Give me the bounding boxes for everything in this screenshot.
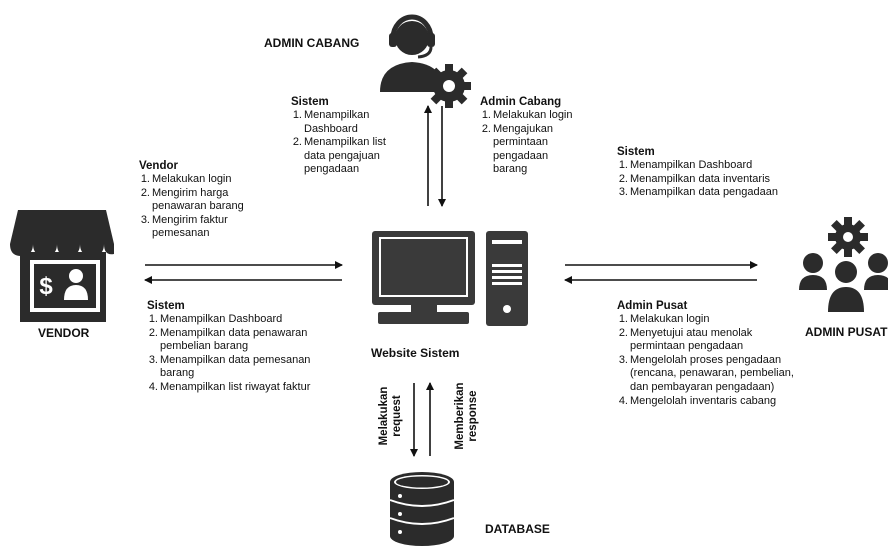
request-label: Melakukan request xyxy=(378,386,403,446)
admin-cabang-label: ADMIN CABANG xyxy=(264,36,360,50)
vendor-label: VENDOR xyxy=(38,326,90,340)
block-title: Vendor xyxy=(139,160,178,172)
database-label: DATABASE xyxy=(485,522,550,536)
response-label: Memberikan response xyxy=(454,382,479,450)
list-item: 2.Menampilkan data penawaran pembelian b… xyxy=(148,326,308,353)
list-item: 3.Mengelolah proses pengadaan (rencana, … xyxy=(618,353,794,393)
list-item: 2.Menyetujui atau menolak permintaan pen… xyxy=(618,326,753,353)
block-title: Sistem xyxy=(147,300,185,312)
list-item: 1.Melakukan login xyxy=(481,109,573,121)
list-item: 2.Mengirim harga penawaran barang xyxy=(140,186,244,213)
computer-icon xyxy=(372,231,528,326)
block-title: Admin Pusat xyxy=(617,300,688,312)
website-label: Website Sistem xyxy=(371,346,460,360)
admin-pusat-block: Admin Pusat 1.Melakukan login 2.Menyetuj… xyxy=(617,300,807,408)
database-icon xyxy=(389,472,455,546)
vendor-block: Vendor 1.Melakukan login 2.Mengirim harg… xyxy=(139,160,279,241)
admin-cabang-icon xyxy=(380,14,471,108)
list-item: 1.Melakukan login xyxy=(618,313,710,325)
list-item: 2.Menampilkan list data pengajuan pengad… xyxy=(292,136,386,176)
list-item: 1.Menampilkan Dashboard xyxy=(292,109,370,135)
list-item: 3.Menampilkan data pengadaan xyxy=(618,186,779,199)
block-title: Sistem xyxy=(617,146,655,158)
list-item: 2.Mengajukan permintaan pengadaan barang xyxy=(481,122,553,176)
svg-text:$: $ xyxy=(39,273,53,300)
sistem-vendor-block: Sistem 1.Menampilkan Dashboard 2.Menampi… xyxy=(147,300,337,395)
list-item: 1.Menampilkan Dashboard xyxy=(618,159,753,171)
sistem-admin-cabang-block: Sistem 1.Menampilkan Dashboard 2.Menampi… xyxy=(291,96,403,177)
list-item: 1.Melakukan login xyxy=(140,173,232,185)
list-item: 1.Menampilkan Dashboard xyxy=(148,313,283,325)
list-item: 2.Menampilkan data inventaris xyxy=(618,172,771,185)
block-title: Admin Cabang xyxy=(480,96,562,108)
list-item: 3.Mengirim faktur pemesanan xyxy=(140,213,228,240)
list-item: 4.Menampilkan list riwayat faktur xyxy=(148,380,311,393)
admin-pusat-label: ADMIN PUSAT xyxy=(805,325,888,339)
vendor-icon: $ xyxy=(10,210,114,322)
admin-cabang-block: Admin Cabang 1.Melakukan login 2.Mengaju… xyxy=(480,96,580,177)
list-item: 4.Mengelolah inventaris cabang xyxy=(618,394,777,407)
admin-pusat-icon xyxy=(799,217,888,312)
sistem-admin-pusat-block: Sistem 1.Menampilkan Dashboard 2.Menampi… xyxy=(617,146,787,200)
list-item: 3.Menampilkan data pemesanan barang xyxy=(148,353,311,380)
block-title: Sistem xyxy=(291,96,329,108)
